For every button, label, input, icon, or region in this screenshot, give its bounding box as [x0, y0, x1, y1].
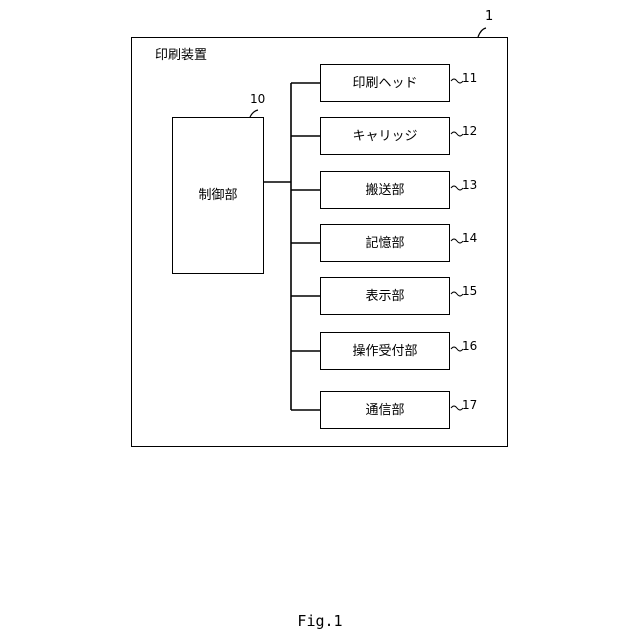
- component-box-11: 印刷ヘッド: [320, 64, 450, 102]
- component-box-12: キャリッジ: [320, 117, 450, 155]
- controller-label: 制御部: [198, 189, 237, 202]
- component-label: 搬送部: [365, 184, 404, 197]
- component-ref-16: 16: [462, 340, 477, 352]
- component-ref-11: 11: [462, 72, 477, 84]
- component-box-15: 表示部: [320, 277, 450, 315]
- controller-ref: 10: [250, 93, 265, 105]
- component-box-16: 操作受付部: [320, 332, 450, 370]
- figure-caption: Fig.1: [0, 614, 640, 629]
- component-label: 通信部: [365, 404, 404, 417]
- component-box-14: 記憶部: [320, 224, 450, 262]
- component-box-17: 通信部: [320, 391, 450, 429]
- component-label: 操作受付部: [352, 345, 417, 358]
- device-ref: 1: [485, 10, 493, 23]
- device-ref-leader: [478, 28, 486, 37]
- component-label: 記憶部: [365, 237, 404, 250]
- component-ref-12: 12: [462, 125, 477, 137]
- component-label: キャリッジ: [352, 130, 417, 143]
- controller-box: 制御部: [172, 117, 264, 274]
- component-label: 印刷ヘッド: [352, 77, 417, 90]
- component-ref-17: 17: [462, 399, 477, 411]
- component-ref-15: 15: [462, 285, 477, 297]
- component-ref-14: 14: [462, 232, 477, 244]
- device-label: 印刷装置: [155, 49, 207, 62]
- component-box-13: 搬送部: [320, 171, 450, 209]
- component-label: 表示部: [365, 290, 404, 303]
- component-ref-13: 13: [462, 179, 477, 191]
